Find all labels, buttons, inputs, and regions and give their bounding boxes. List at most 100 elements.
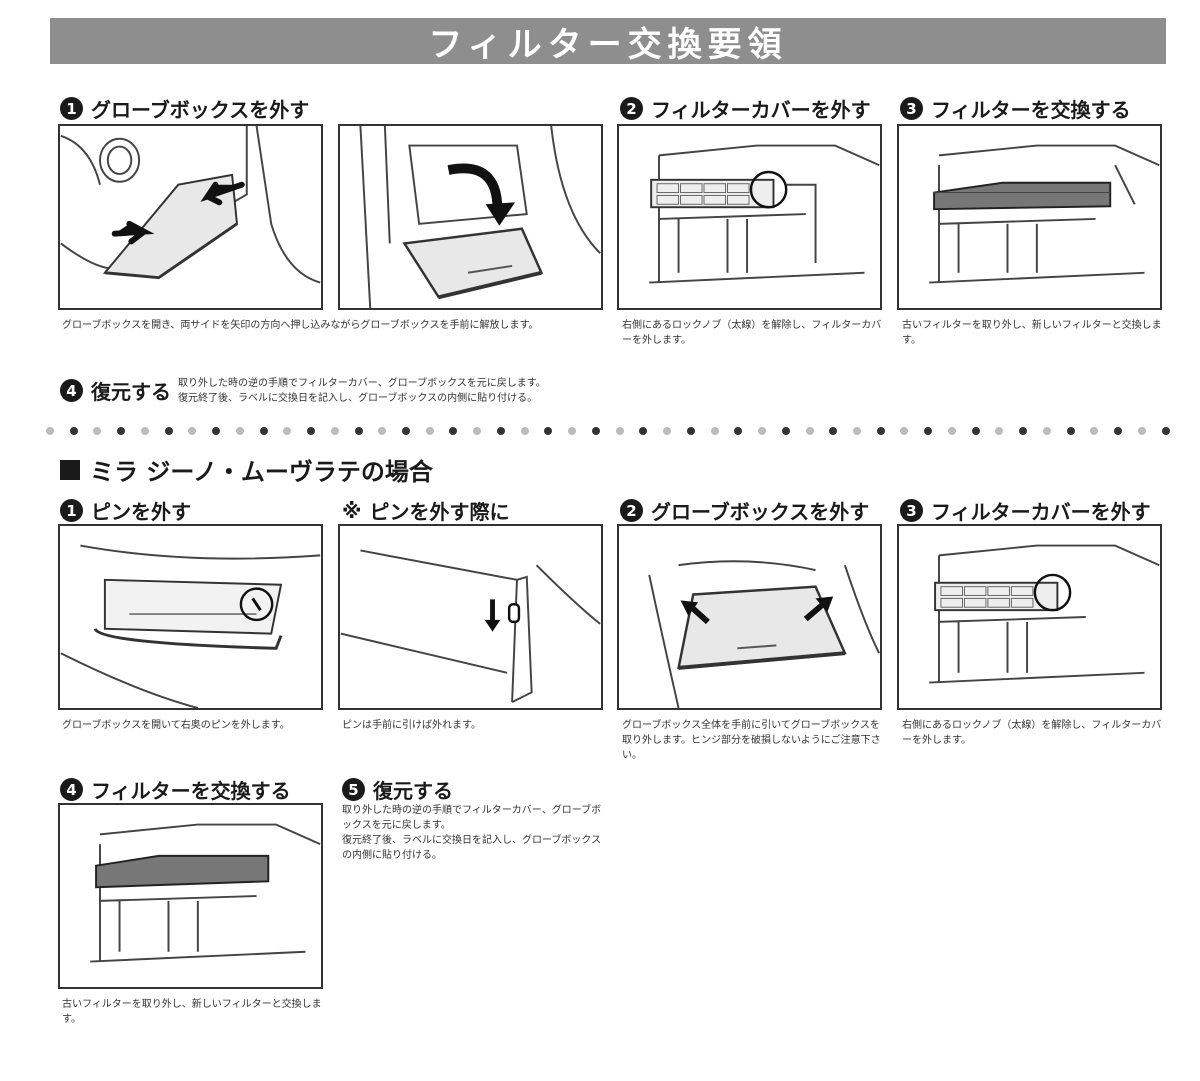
divider-dot bbox=[639, 427, 648, 435]
step-number: 3 bbox=[900, 499, 923, 522]
divider-dot bbox=[93, 427, 102, 435]
divider-dot bbox=[330, 427, 339, 435]
illustration-filter-cover bbox=[897, 524, 1162, 710]
pin-location-drawing bbox=[60, 544, 321, 708]
square-bullet-icon bbox=[60, 459, 80, 480]
divider-dot bbox=[449, 427, 458, 435]
divider-dot bbox=[117, 427, 126, 435]
divider-dot bbox=[900, 427, 909, 435]
divider-dot bbox=[188, 427, 197, 435]
divider-dot bbox=[1066, 427, 1075, 435]
caption-line: 復元終了後、ラベルに交換日を記入し、グローブボックスの内側に貼り付ける。 bbox=[342, 835, 602, 861]
step-1-heading: 1 ピンを外す bbox=[60, 496, 191, 525]
divider-dot bbox=[1019, 427, 1028, 435]
divider-dot bbox=[212, 427, 221, 435]
divider-dot bbox=[876, 427, 885, 435]
step-label: フィルターカバーを外す bbox=[931, 500, 1151, 524]
divider-dot bbox=[734, 427, 743, 435]
divider-dot bbox=[1042, 427, 1051, 435]
step-2-heading: 2 グローブボックスを外す bbox=[620, 496, 869, 525]
divider-dot bbox=[710, 427, 719, 435]
pin-pull-drawing bbox=[340, 549, 601, 704]
step-number: 2 bbox=[620, 97, 643, 120]
caption-step-4: 取り外した時の逆の手順でフィルターカバー、グローブボックスを元に戻します。 復元… bbox=[178, 376, 598, 406]
step-number: 4 bbox=[60, 379, 83, 402]
step-number: 1 bbox=[60, 499, 83, 522]
divider-dot bbox=[758, 427, 767, 435]
divider-dot bbox=[1137, 427, 1146, 435]
caption-step-4: 古いフィルターを取り外し、新しいフィルターと交換します。 bbox=[62, 999, 322, 1025]
step-1-heading: 1 グローブボックスを外す bbox=[60, 94, 309, 123]
divider-dot bbox=[1161, 427, 1170, 435]
step-label: ピンを外す bbox=[91, 500, 191, 524]
step-number: 5 bbox=[342, 778, 365, 801]
divider-dot bbox=[829, 427, 838, 435]
divider-dot bbox=[164, 427, 173, 435]
illustration-glovebox-removed bbox=[338, 124, 603, 310]
divider-dot bbox=[971, 427, 980, 435]
divider-dot bbox=[805, 427, 814, 435]
divider-dot bbox=[781, 427, 790, 435]
illustration-filter-cover bbox=[617, 124, 882, 310]
divider-dot bbox=[995, 427, 1004, 435]
caption-line: 復元終了後、ラベルに交換日を記入し、グローブボックスの内側に貼り付ける。 bbox=[178, 393, 538, 404]
page-title: フィルター交換要領 bbox=[428, 24, 788, 65]
step-number: 4 bbox=[60, 778, 83, 801]
step-4-heading: 4 フィルターを交換する bbox=[60, 775, 291, 804]
divider-dot bbox=[378, 427, 387, 435]
divider-dot bbox=[615, 427, 624, 435]
divider-dot bbox=[520, 427, 529, 435]
step-label: 復元する bbox=[373, 779, 453, 803]
step-3-heading: 3 フィルターを交換する bbox=[900, 94, 1131, 123]
caption-line: 取り外した時の逆の手順でフィルターカバー、グローブボックスを元に戻します。 bbox=[178, 378, 546, 389]
caption-step-5: 取り外した時の逆の手順でフィルターカバー、グローブボックスを元に戻します。 復元… bbox=[342, 803, 604, 863]
glovebox-open-drawing bbox=[60, 126, 321, 284]
divider-dot bbox=[496, 427, 505, 435]
divider-dot bbox=[663, 427, 672, 435]
dotted-divider bbox=[46, 424, 1170, 438]
glovebox-removed-drawing bbox=[359, 126, 601, 308]
divider-dot bbox=[1114, 427, 1123, 435]
divider-dot bbox=[307, 427, 316, 435]
divider-dot bbox=[425, 427, 434, 435]
step-number: 3 bbox=[900, 97, 923, 120]
filter-replace-drawing bbox=[90, 823, 321, 963]
caption-step-3: 古いフィルターを取り外し、新しいフィルターと交換します。 bbox=[902, 320, 1162, 346]
step-2-heading: 2 フィルターカバーを外す bbox=[620, 94, 871, 123]
divider-dot bbox=[591, 427, 600, 435]
divider-dot bbox=[852, 427, 861, 435]
illustration-glovebox-pull bbox=[617, 524, 882, 710]
step-label: フィルターカバーを外す bbox=[651, 98, 871, 122]
filter-replace-drawing bbox=[929, 144, 1160, 284]
divider-dot bbox=[924, 427, 933, 435]
caption-step-1: グローブボックスを開き、両サイドを矢印の方向へ押し込みながらグローブボックスを手… bbox=[62, 320, 539, 331]
filter-cover-drawing bbox=[649, 144, 880, 284]
divider-dot bbox=[354, 427, 363, 435]
divider-dot bbox=[69, 427, 78, 435]
section-title-text: ミラ ジーノ・ムーヴラテの場合 bbox=[90, 458, 433, 486]
caption-line: 取り外した時の逆の手順でフィルターカバー、グローブボックスを元に戻します。 bbox=[342, 805, 602, 831]
divider-dot bbox=[544, 427, 553, 435]
divider-dot bbox=[46, 427, 54, 435]
step-4-heading: 4 復元する bbox=[60, 376, 171, 405]
step-number: 2 bbox=[620, 499, 643, 522]
divider-dot bbox=[686, 427, 695, 435]
illustration-glovebox-open bbox=[58, 124, 323, 310]
divider-dot bbox=[473, 427, 482, 435]
divider-dot bbox=[402, 427, 411, 435]
step-5-heading: 5 復元する bbox=[342, 775, 453, 804]
note-heading: ※ ピンを外す際に bbox=[342, 496, 509, 525]
note-mark: ※ bbox=[342, 498, 362, 523]
divider-dot bbox=[947, 427, 956, 435]
illustration-filter-replace bbox=[58, 803, 323, 989]
divider-dot bbox=[568, 427, 577, 435]
divider-dot bbox=[235, 427, 244, 435]
step-number: 1 bbox=[60, 97, 83, 120]
caption-step-1: グローブボックスを開いて右奥のピンを外します。 bbox=[62, 720, 290, 731]
divider-dot bbox=[1090, 427, 1099, 435]
step-label: グローブボックスを外す bbox=[651, 500, 870, 524]
glovebox-pull-drawing bbox=[648, 560, 880, 708]
step-label: フィルターを交換する bbox=[91, 779, 291, 803]
step-3-heading: 3 フィルターカバーを外す bbox=[900, 496, 1151, 525]
illustration-pin-pull bbox=[338, 524, 603, 710]
